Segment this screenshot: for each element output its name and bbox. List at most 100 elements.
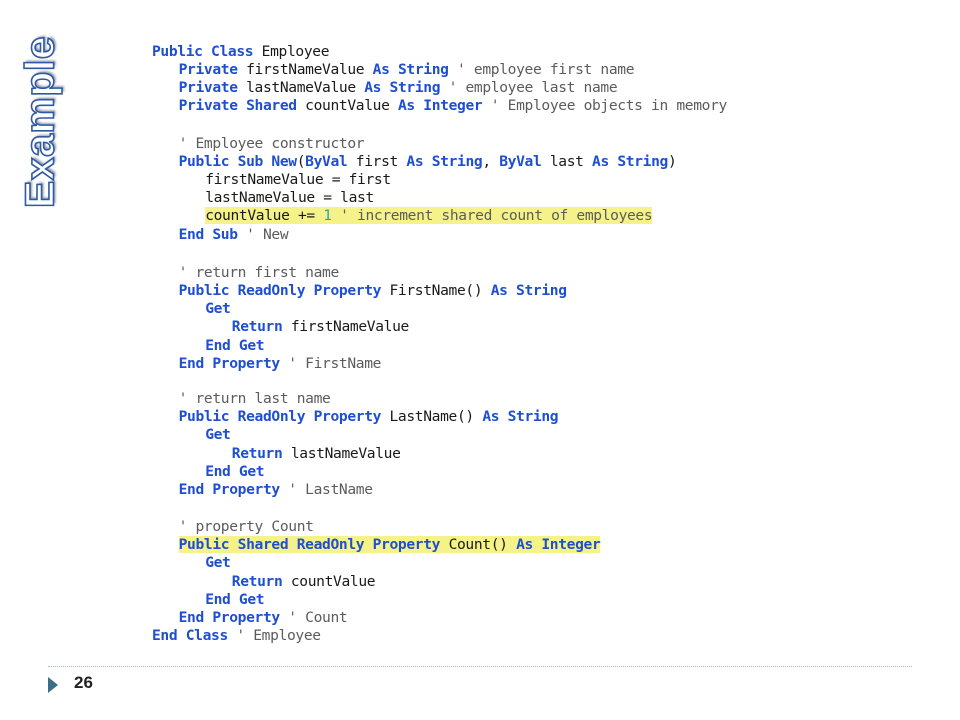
code-token: ' return first name [178,264,340,281]
code-token: End Property [178,609,289,626]
code-token: firstNameValue [246,61,373,78]
code-token: Public Sub New [178,153,297,170]
slide-title: Example [16,35,64,209]
code-token: countValue [305,97,398,114]
code-token: lastNameValue [290,445,401,462]
code-token: Public Class [152,43,262,60]
code-line: Return countValue [231,573,376,591]
code-token: As String [372,61,458,78]
code-line: Private firstNameValue As String ' emplo… [179,61,635,79]
code-line: ' property Count [179,518,314,536]
code-token: ByVal [499,153,550,170]
footer-divider [48,666,912,667]
code-line: End Get [205,337,264,355]
code-line: ' Employee constructor [179,135,365,153]
code-token: firstNameValue [290,318,409,335]
highlighted-code: Public Shared ReadOnly Property Count() … [178,536,601,553]
code-line: Get [205,426,231,444]
code-token: End Get [205,463,265,480]
footer-bullet-icon [48,677,58,693]
code-token: ' New [246,226,289,243]
code-line: End Property ' Count [179,609,348,627]
code-line: Return firstNameValue [231,318,410,336]
code-token: ' employee last name [448,79,618,96]
code-line: End Property ' LastName [179,481,373,499]
code-line: End Get [205,463,264,481]
code-token: As String [592,153,668,170]
page-number: 26 [74,673,93,692]
code-token: Public ReadOnly Property [178,408,390,425]
code-token: last [549,153,593,170]
code-token: End Property [178,481,289,498]
code-token: As String [482,408,559,425]
code-token: , [482,153,500,170]
code-token: lastNameValue = last [205,189,374,206]
code-token: ' Employee constructor [178,135,365,152]
code-line: End Class ' Employee [152,627,321,645]
code-line: Public Class Employee [152,43,330,61]
code-token: ByVal [305,153,356,170]
code-line: Get [205,554,231,572]
code-token: Count() [448,536,517,553]
slide-title-container: Example [16,22,64,222]
code-line: Return lastNameValue [232,445,401,463]
code-line: ' return last name [179,390,331,408]
code-token: As String [364,79,449,96]
code-line: Public ReadOnly Property FirstName() As … [179,282,567,300]
code-token: End Sub [178,226,247,243]
code-token: ' LastName [288,481,373,498]
code-line: Public Shared ReadOnly Property Count() … [178,536,601,554]
code-token: End Property [178,355,289,372]
code-token: Return [231,573,291,590]
code-token: FirstName() [389,282,491,299]
highlighted-code: countValue += 1 ' increment shared count… [205,207,653,224]
code-token: 1 [323,207,332,224]
code-line: End Property ' FirstName [178,355,382,373]
code-token: LastName() [389,408,483,425]
code-token: Private Shared [178,97,306,114]
code-token: As String [490,282,567,299]
code-token: Private [178,61,247,78]
code-line: Public Sub New(ByVal first As String, By… [179,153,677,171]
code-token: As String [406,153,483,170]
code-token: As Integer [516,536,601,553]
code-token: End Get [205,591,265,608]
code-line: firstNameValue = first [205,171,391,189]
code-token: ' property Count [178,518,314,535]
code-token: lastNameValue [246,79,365,96]
code-token: Get [205,554,231,571]
code-line: Public ReadOnly Property LastName() As S… [179,408,559,426]
code-token: Private [178,79,247,96]
code-token: firstNameValue = first [205,171,391,188]
code-token: ' Employee [236,627,321,644]
code-line: Get [205,300,231,318]
code-token: Get [205,300,231,317]
code-token: Get [205,426,231,443]
code-token: End Class [152,627,237,644]
code-token: Public Shared ReadOnly Property [178,536,449,553]
code-token: ' FirstName [288,355,382,372]
code-token: countValue += [205,207,324,224]
code-line: End Sub ' New [179,226,289,244]
code-line: Private lastNameValue As String ' employ… [179,79,618,97]
code-token: Return [231,445,291,462]
code-token: Employee [261,43,330,60]
code-line: ' return first name [178,264,340,282]
code-token: first [355,153,407,170]
code-token: Public ReadOnly Property [178,282,390,299]
code-line: lastNameValue = last [205,189,374,207]
code-token: ' return last name [178,390,331,407]
code-token: countValue [290,573,376,590]
code-token: ' employee first name [457,61,635,78]
code-token: ' increment shared count of employees [331,207,653,224]
code-token: As Integer [397,97,491,114]
code-token: End Get [205,337,265,354]
code-line: countValue += 1 ' increment shared count… [205,207,653,225]
code-line: Private Shared countValue As Integer ' E… [178,97,728,115]
code-token: ) [667,153,677,170]
code-token: Return [231,318,291,335]
code-line: End Get [205,591,264,609]
code-token: ( [296,153,306,170]
code-token: ' Count [288,609,348,626]
